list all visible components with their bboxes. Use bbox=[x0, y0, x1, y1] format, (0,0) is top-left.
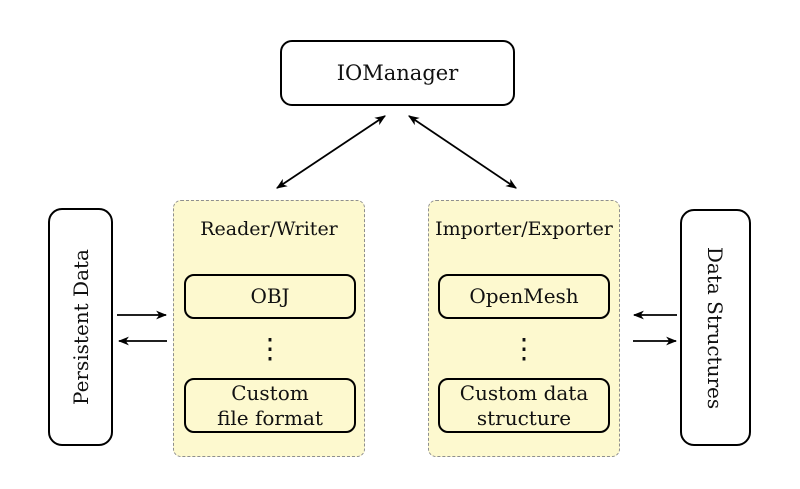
obj-label: OBJ bbox=[250, 284, 290, 308]
vertical-dots: ⋮ bbox=[256, 332, 284, 365]
data-structures-label: Data Structures bbox=[703, 246, 728, 409]
reader-writer-title: Reader/Writer bbox=[200, 218, 338, 240]
reader-writer-ellipsis: ⋮ bbox=[184, 326, 356, 372]
custom-file-format-box: Custom file format bbox=[184, 378, 356, 433]
obj-box: OBJ bbox=[184, 274, 356, 319]
arrow-iomanager-readerwriter bbox=[276, 115, 386, 189]
arrow-iomanager-importerexporter bbox=[408, 115, 517, 189]
openmesh-label: OpenMesh bbox=[469, 284, 579, 308]
vertical-dots: ⋮ bbox=[510, 332, 538, 365]
custom-data-structure-box: Custom data structure bbox=[438, 378, 610, 433]
importer-exporter-title: Importer/Exporter bbox=[435, 218, 613, 240]
custom-file-format-label: Custom file format bbox=[217, 380, 323, 430]
persistent-data-label: Persistent Data bbox=[68, 249, 93, 405]
persistent-data-box: Persistent Data bbox=[48, 208, 113, 446]
openmesh-box: OpenMesh bbox=[438, 274, 610, 319]
io-manager-label: IOManager bbox=[336, 61, 459, 85]
custom-data-structure-label: Custom data structure bbox=[459, 380, 589, 430]
importer-exporter-ellipsis: ⋮ bbox=[438, 326, 610, 372]
io-manager-box: IOManager bbox=[280, 40, 515, 106]
data-structures-box: Data Structures bbox=[680, 209, 751, 446]
